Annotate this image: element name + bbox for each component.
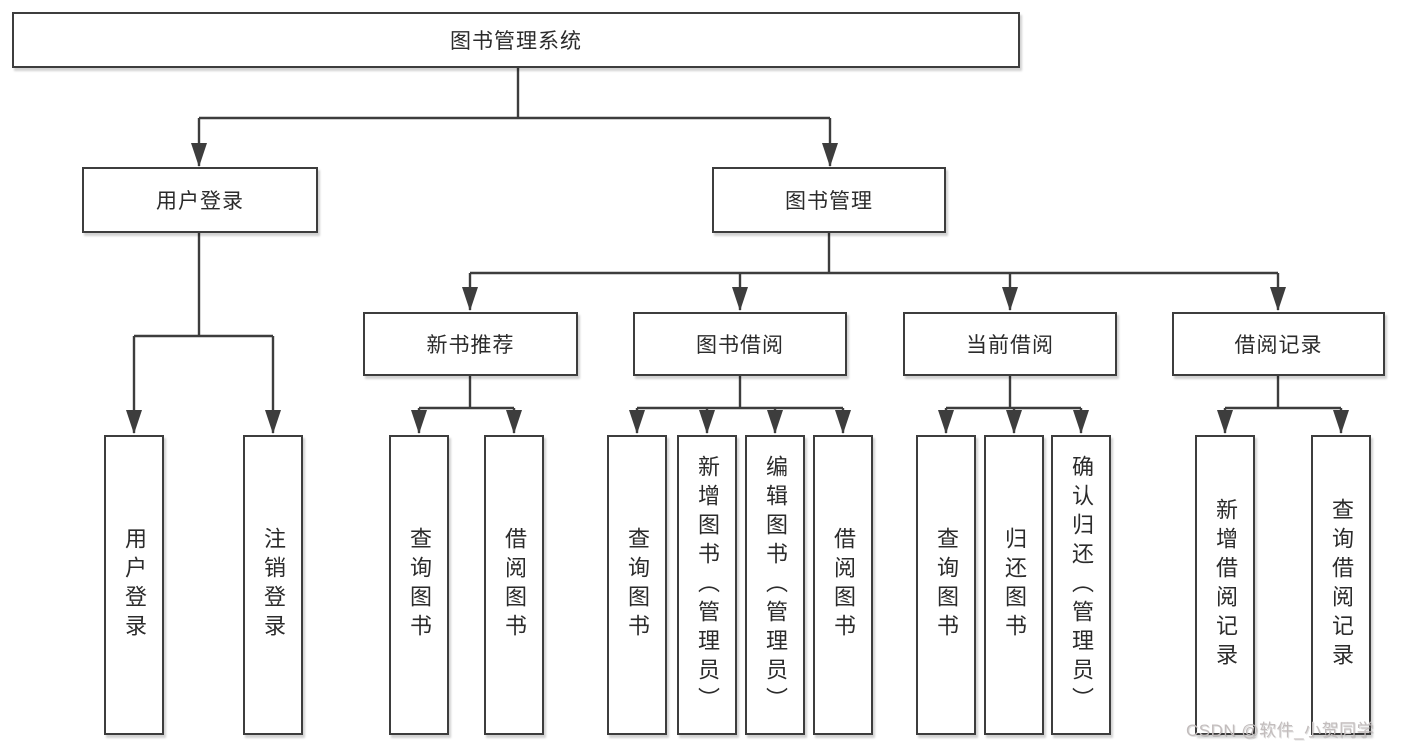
leaf-logout-label: 注销登录 (261, 527, 286, 643)
leaf-add-book-admin: 新增图书（管理员） (677, 435, 737, 735)
leaf-query-book-3: 查询图书 (916, 435, 976, 735)
leaf-borrow-book-2: 借阅图书 (813, 435, 873, 735)
node-root-label: 图书管理系统 (450, 30, 582, 53)
leaf-borrow-book-1-label: 借阅图书 (502, 527, 527, 643)
leaf-add-borrow-record-label: 新增借阅记录 (1213, 498, 1238, 672)
leaf-confirm-return-admin: 确认归还（管理员） (1051, 435, 1111, 735)
node-book-borrow: 图书借阅 (633, 312, 847, 376)
leaf-query-book-3-label: 查询图书 (934, 527, 959, 643)
leaf-user-login-label: 用户登录 (122, 527, 147, 643)
node-current-borrow: 当前借阅 (903, 312, 1117, 376)
node-user-login-label: 用户登录 (156, 190, 244, 213)
leaf-edit-book-admin: 编辑图书（管理员） (745, 435, 805, 735)
leaf-query-book-2: 查询图书 (607, 435, 667, 735)
node-new-book-rec: 新书推荐 (363, 312, 578, 376)
node-book-mgmt-label: 图书管理 (785, 190, 873, 213)
leaf-add-borrow-record: 新增借阅记录 (1195, 435, 1255, 735)
leaf-edit-book-admin-label: 编辑图书（管理员） (763, 454, 788, 716)
leaf-user-login: 用户登录 (104, 435, 164, 735)
leaf-confirm-return-admin-label: 确认归还（管理员） (1069, 454, 1094, 716)
node-current-borrow-label: 当前借阅 (966, 334, 1054, 357)
node-book-borrow-label: 图书借阅 (696, 334, 784, 357)
node-user-login: 用户登录 (82, 167, 318, 233)
leaf-return-book: 归还图书 (984, 435, 1044, 735)
node-borrow-records: 借阅记录 (1172, 312, 1385, 376)
leaf-return-book-label: 归还图书 (1002, 527, 1027, 643)
leaf-query-book-1: 查询图书 (389, 435, 449, 735)
node-root: 图书管理系统 (12, 12, 1020, 68)
node-new-book-rec-label: 新书推荐 (426, 334, 515, 357)
node-borrow-records-label: 借阅记录 (1234, 334, 1323, 357)
leaf-query-borrow-record: 查询借阅记录 (1311, 435, 1371, 735)
leaf-query-borrow-record-label: 查询借阅记录 (1329, 498, 1354, 672)
leaf-logout: 注销登录 (243, 435, 303, 735)
leaf-borrow-book-2-label: 借阅图书 (831, 527, 856, 643)
csdn-watermark: CSDN @软件_小贺同学 (1186, 721, 1375, 740)
leaf-add-book-admin-label: 新增图书（管理员） (695, 454, 720, 716)
leaf-query-book-1-label: 查询图书 (407, 527, 432, 643)
node-book-mgmt: 图书管理 (712, 167, 946, 233)
leaf-query-book-2-label: 查询图书 (625, 527, 650, 643)
leaf-borrow-book-1: 借阅图书 (484, 435, 544, 735)
